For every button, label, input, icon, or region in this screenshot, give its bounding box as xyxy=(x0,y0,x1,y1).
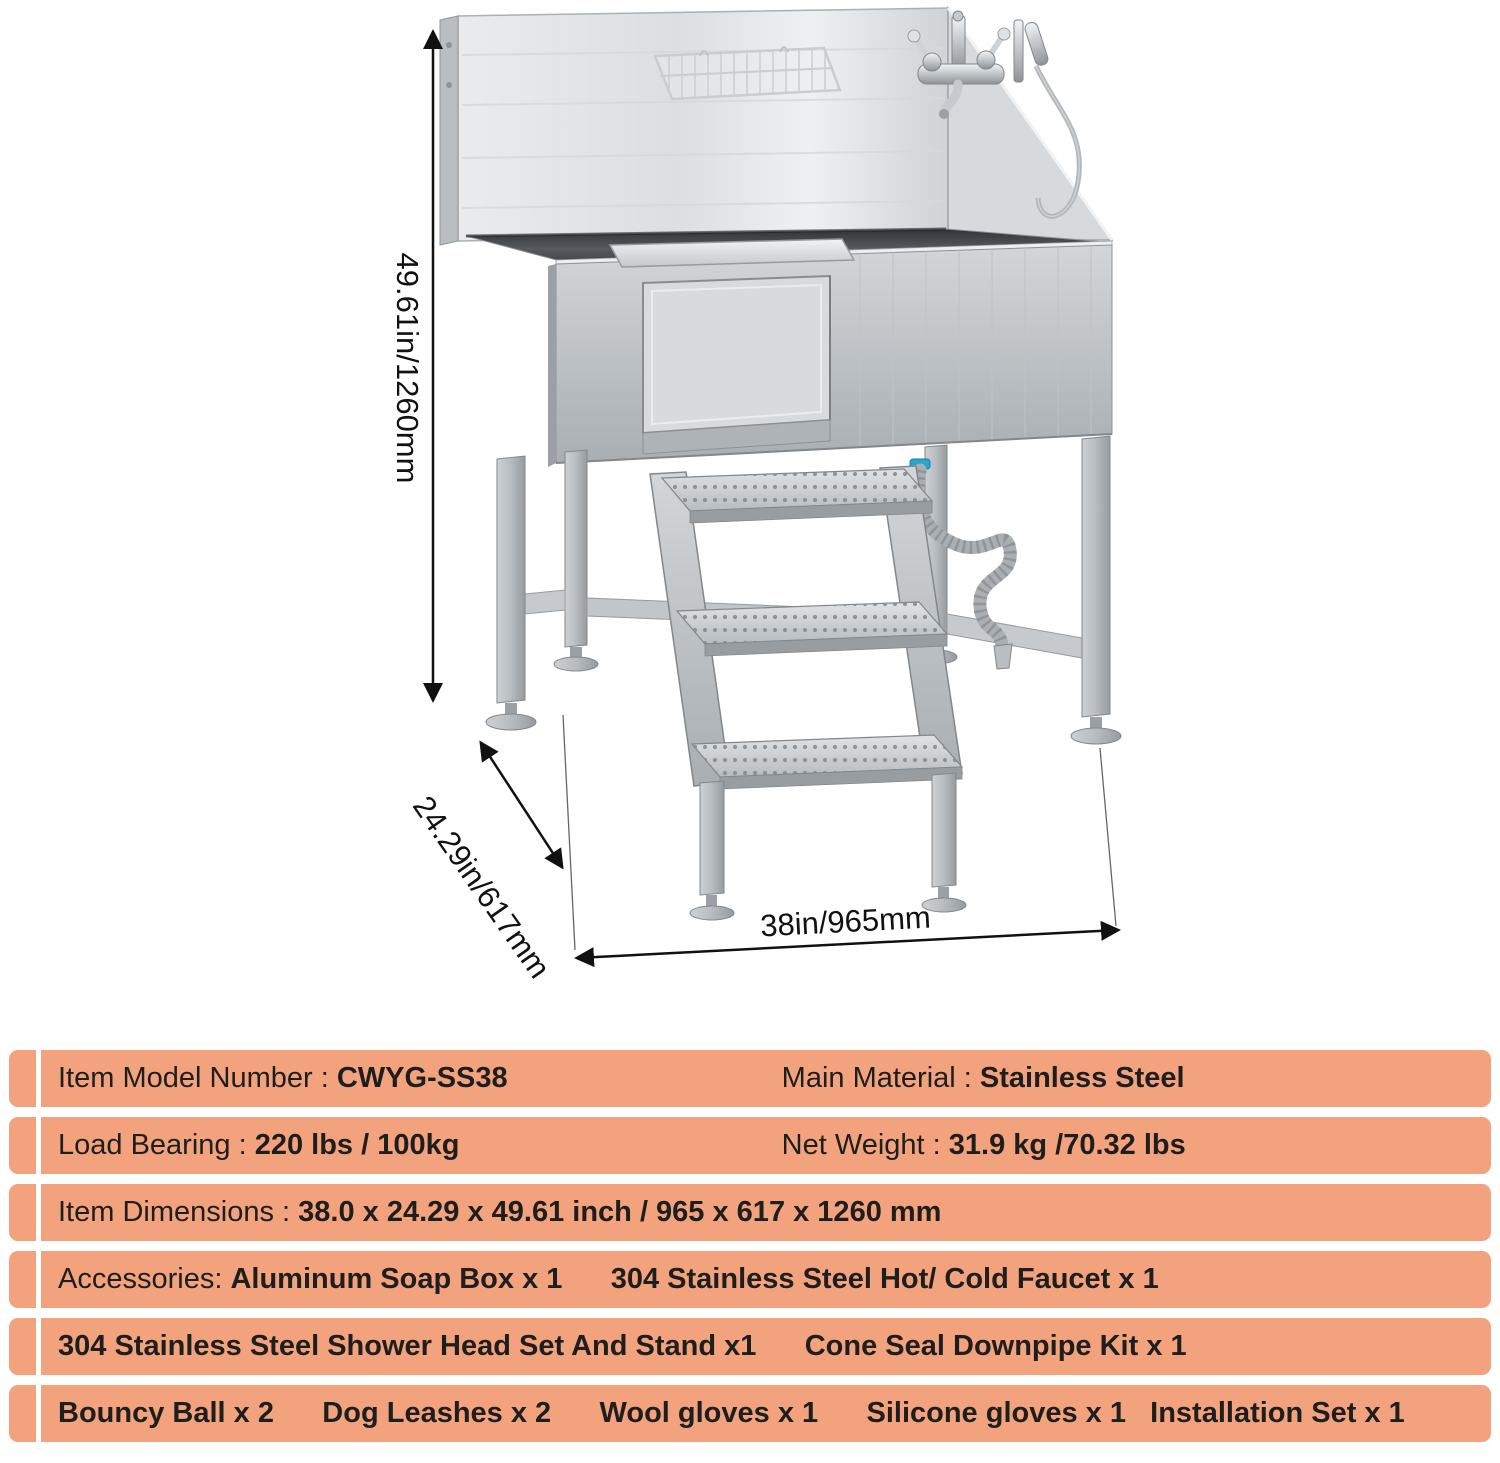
shower-hose xyxy=(1033,64,1082,219)
row-content: Load Bearing : 220 lbs / 100kg Net Weigh… xyxy=(41,1117,1491,1174)
row-divider xyxy=(36,1184,41,1241)
spec-value: CWYG-SS38 xyxy=(336,1062,508,1094)
spec-label: Main Material : xyxy=(781,1062,980,1094)
spec-cell-accessories-continued: 304 Stainless Steel Shower Head Set And … xyxy=(58,1332,1187,1361)
spec-value: 31.9 kg /70.32 lbs xyxy=(948,1129,1186,1161)
row-left-accent xyxy=(9,1117,36,1174)
stair-tread xyxy=(675,601,949,657)
stairs xyxy=(649,465,967,921)
spec-cell-load-bearing: Load Bearing : 220 lbs / 100kg xyxy=(58,1131,782,1160)
stair-tread xyxy=(660,468,934,524)
spec-cell-accessories-continued: Bouncy Ball x 2 Dog Leashes x 2 Wool glo… xyxy=(58,1399,1405,1428)
spec-label: Item Model Number : xyxy=(58,1062,337,1094)
row-content: Item Dimensions : 38.0 x 24.29 x 49.61 i… xyxy=(41,1184,1491,1241)
spec-value: Bouncy Ball x 2 Dog Leashes x 2 Wool glo… xyxy=(58,1397,1405,1429)
spec-cell-net-weight: Net Weight : 31.9 kg /70.32 lbs xyxy=(782,1131,1186,1160)
drain-pipe xyxy=(909,458,1017,670)
spec-cell-material: Main Material : Stainless Steel xyxy=(782,1064,1185,1093)
row-divider xyxy=(36,1318,41,1375)
height-dimension-label: 49.61in/1260mm xyxy=(390,253,425,484)
spec-cell-dimensions: Item Dimensions : 38.0 x 24.29 x 49.61 i… xyxy=(58,1198,941,1227)
row-content: Accessories: Aluminum Soap Box x 1 304 S… xyxy=(41,1251,1491,1308)
faucet-assembly xyxy=(907,10,1049,119)
tub-body xyxy=(548,238,1113,467)
row-content: Item Model Number : CWYG-SS38 Main Mater… xyxy=(41,1050,1491,1107)
depth-dimension-label: 24.29in/617mm xyxy=(406,789,557,984)
spec-cell-accessories: Accessories: Aluminum Soap Box x 1 304 S… xyxy=(58,1265,1159,1294)
soap-basket xyxy=(653,46,842,101)
spec-value: 220 lbs / 100kg xyxy=(254,1129,460,1161)
row-divider xyxy=(36,1050,41,1107)
row-divider xyxy=(36,1385,41,1442)
spec-row-accessories-2: 304 Stainless Steel Shower Head Set And … xyxy=(9,1318,1491,1375)
row-left-accent xyxy=(9,1184,36,1241)
stair-tread xyxy=(690,734,964,790)
row-left-accent xyxy=(9,1050,36,1107)
backsplash-panel xyxy=(439,7,949,246)
spec-label: Load Bearing : xyxy=(58,1129,255,1161)
row-divider xyxy=(36,1251,41,1308)
spec-cell-model: Item Model Number : CWYG-SS38 xyxy=(58,1064,782,1093)
row-content: 304 Stainless Steel Shower Head Set And … xyxy=(41,1318,1491,1375)
spec-row-accessories-1: Accessories: Aluminum Soap Box x 1 304 S… xyxy=(9,1251,1491,1308)
spec-table: Item Model Number : CWYG-SS38 Main Mater… xyxy=(0,1040,1500,1442)
row-left-accent xyxy=(9,1318,36,1375)
spec-label: Item Dimensions : xyxy=(58,1196,299,1228)
width-dimension-arrow xyxy=(574,920,1121,968)
spec-label: Net Weight : xyxy=(781,1129,949,1161)
width-dimension-label: 38in/965mm xyxy=(759,900,931,944)
row-divider xyxy=(36,1117,41,1174)
row-left-accent xyxy=(9,1385,36,1442)
spec-value: 38.0 x 24.29 x 49.61 inch / 965 x 617 x … xyxy=(298,1196,942,1228)
spec-row-accessories-3: Bouncy Ball x 2 Dog Leashes x 2 Wool glo… xyxy=(9,1385,1491,1442)
spec-label: Accessories: xyxy=(58,1263,231,1295)
door-panel xyxy=(642,274,831,455)
product-illustration: 49.61in/1260mm 24.29in/617mm 38in/965mm xyxy=(390,5,1122,985)
row-left-accent xyxy=(9,1251,36,1308)
front-ledge xyxy=(608,238,856,268)
row-content: Bouncy Ball x 2 Dog Leashes x 2 Wool glo… xyxy=(41,1385,1491,1442)
depth-dimension-arrow xyxy=(479,740,564,870)
spec-value: 304 Stainless Steel Shower Head Set And … xyxy=(58,1330,1187,1362)
spec-value: Stainless Steel xyxy=(979,1062,1185,1094)
spec-row-dimensions: Item Dimensions : 38.0 x 24.29 x 49.61 i… xyxy=(9,1184,1491,1241)
spec-row-load-weight: Load Bearing : 220 lbs / 100kg Net Weigh… xyxy=(9,1117,1491,1174)
spec-value: Aluminum Soap Box x 1 304 Stainless Stee… xyxy=(230,1263,1159,1295)
spec-row-model-material: Item Model Number : CWYG-SS38 Main Mater… xyxy=(9,1050,1491,1107)
